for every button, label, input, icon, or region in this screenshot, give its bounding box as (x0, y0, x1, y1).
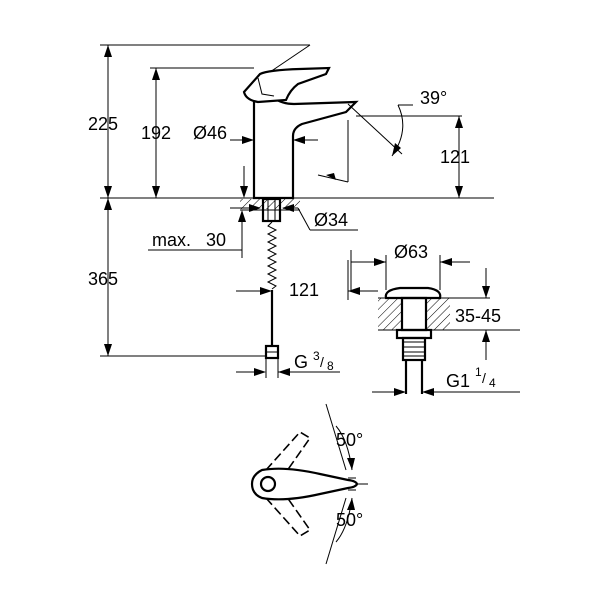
deck-hatch (240, 199, 300, 209)
dimension-121-height: 121 (317, 115, 470, 198)
dim-g114-sub: 4 (489, 376, 496, 390)
lever-rotated-up (265, 430, 312, 479)
dim-50-top-text: 50° (336, 430, 363, 450)
dim-g114-sup: 1 (475, 365, 482, 379)
dim-50-bottom-text: 50° (336, 510, 363, 530)
dim-39-text: 39° (420, 88, 447, 108)
dim-g38-sup: 3 (313, 349, 320, 363)
dimension-365: 365 (88, 198, 266, 357)
dimension-192: 192 (141, 67, 254, 198)
dimension-d46: Ø46 (193, 123, 318, 144)
dim-d63-text: Ø63 (394, 242, 428, 262)
dimension-35-45: 35-45 (450, 268, 520, 360)
dimension-121-projection: 121 (236, 260, 378, 300)
basin-hatch-right (426, 298, 450, 330)
waste-body (400, 296, 428, 332)
dim-max-value-text: 30 (206, 230, 226, 250)
dim-g114-main: G1 (446, 371, 470, 391)
faucet-body (252, 96, 359, 200)
dim-d46-text: Ø46 (193, 123, 227, 143)
faucet-top-view: 50° 50° (250, 403, 368, 565)
dim-d34-text: Ø34 (314, 210, 348, 230)
dimension-d34: Ø34 (230, 166, 358, 231)
dim-g114-slash: / (482, 370, 486, 386)
basin-hatch-left (378, 298, 402, 330)
dim-121-projection-text: 121 (289, 280, 319, 300)
spout-top-outline (250, 467, 359, 501)
waste-nut (395, 328, 433, 340)
dim-192-text: 192 (141, 123, 171, 143)
waste-pop-up-view (378, 286, 450, 394)
dim-35-45-text: 35-45 (455, 306, 501, 326)
hose-zigzag (266, 221, 278, 290)
dim-225-text: 225 (88, 114, 118, 134)
dim-max-prefix-text: max. (152, 230, 191, 250)
dim-121-height-text: 121 (440, 147, 470, 167)
lever-rotated-down (265, 489, 312, 538)
dimension-g114: G1 1 / 4 (372, 365, 520, 396)
dim-365-text: 365 (88, 269, 118, 289)
faucet-lever (242, 66, 331, 104)
dim-g38-sub: 8 (327, 359, 334, 373)
waste-cap (384, 286, 442, 300)
lever-inner-line (257, 77, 275, 97)
dimension-d63: Ø63 (350, 242, 470, 290)
dimension-225: 225 (88, 44, 311, 198)
dimension-angle-39: 39° (347, 88, 447, 157)
waste-thread (401, 336, 427, 362)
dim-g38-main: G (294, 352, 308, 372)
dimension-g38: G 3 / 8 (236, 349, 340, 378)
dimension-max30: max. 30 (148, 210, 246, 258)
dim-g38-slash: / (320, 354, 324, 370)
spout-top-circle (259, 475, 277, 493)
